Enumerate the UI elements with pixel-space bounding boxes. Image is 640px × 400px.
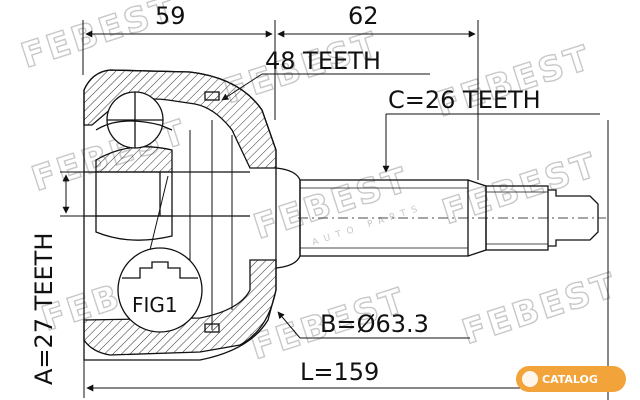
length-l-label: L=159 <box>300 358 379 386</box>
length-l-dimension <box>83 360 606 398</box>
top-dimension-group <box>82 20 479 120</box>
spline-c-leader <box>382 113 600 173</box>
catalog-logo-text: CATALOG <box>542 373 598 386</box>
dimension-59-label: 59 <box>155 2 186 30</box>
cv-joint-housing <box>83 69 277 361</box>
fig1-detail <box>117 175 203 333</box>
catalog-logo: CATALOG <box>516 366 626 392</box>
fig1-label: FIG1 <box>132 293 178 317</box>
bearing-b-leader <box>277 311 470 339</box>
stub-shaft <box>275 167 606 269</box>
watermark-text: FEBEST <box>437 145 603 233</box>
spline-c-label: C=26 TEETH <box>388 86 541 114</box>
outer-teeth-label: 48 TEETH <box>265 47 381 75</box>
watermark-text: FEBEST <box>457 265 623 353</box>
spline-a-label: A=27 TEETH <box>30 233 58 385</box>
bearing-b-label: B=Ø63.3 <box>320 310 429 338</box>
dimension-62-label: 62 <box>348 2 379 30</box>
